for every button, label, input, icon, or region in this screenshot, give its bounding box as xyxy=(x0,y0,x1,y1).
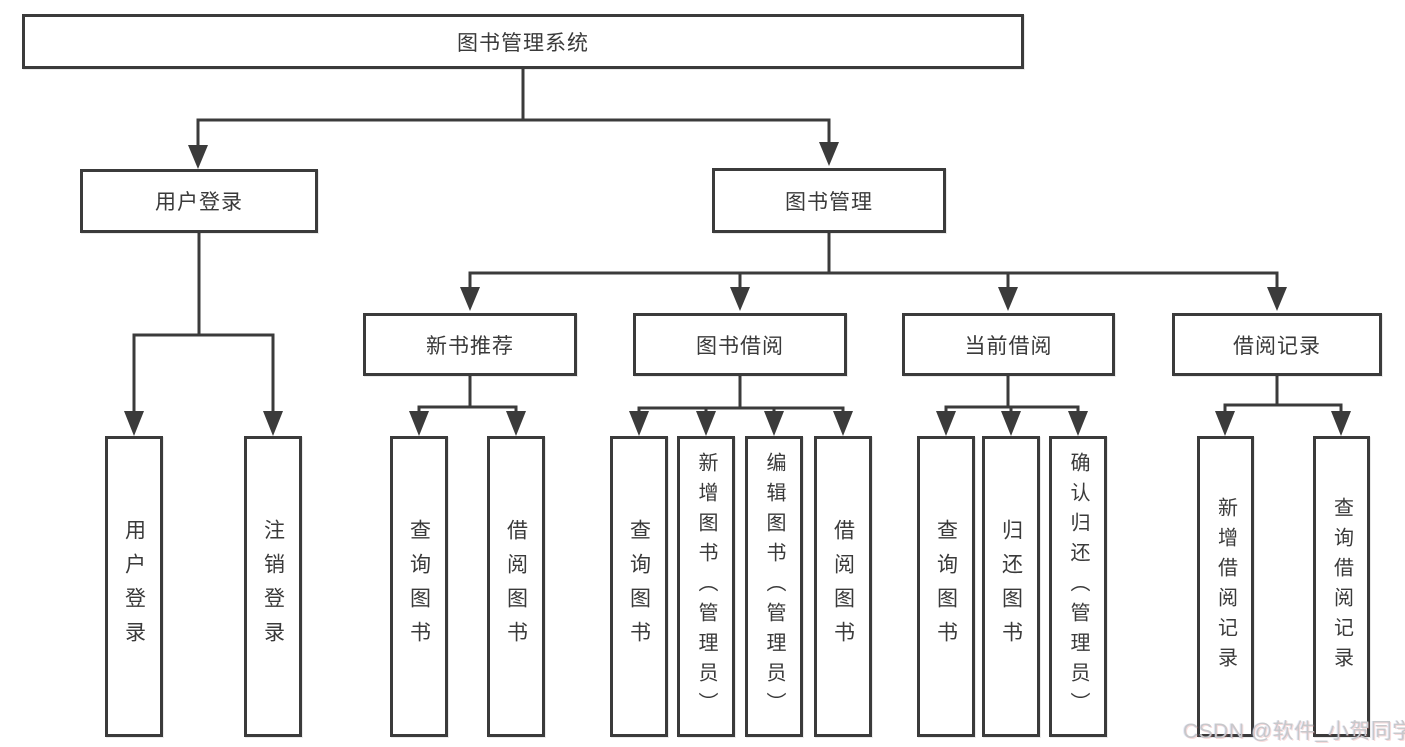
node-new-book-recommend-label: 新书推荐 xyxy=(426,334,514,358)
connector-login-to-leaves xyxy=(124,231,283,436)
node-root-system: 图书管理系统 xyxy=(22,14,1024,69)
node-book-management-label: 图书管理 xyxy=(785,190,873,214)
leaf-borrow-books: 借阅图书 xyxy=(814,436,872,737)
node-borrow-records-label: 借阅记录 xyxy=(1233,334,1321,358)
connector-current-to-leaves xyxy=(936,374,1088,436)
leaf-query-books-recommend: 查询图书 xyxy=(390,436,448,737)
node-book-management: 图书管理 xyxy=(712,168,946,233)
leaf-borrow-books-recommend: 借阅图书 xyxy=(487,436,545,737)
node-current-borrow: 当前借阅 xyxy=(902,313,1115,376)
node-user-login: 用户登录 xyxy=(80,169,318,233)
node-book-borrow-label: 图书借阅 xyxy=(696,334,784,358)
node-new-book-recommend: 新书推荐 xyxy=(363,313,577,376)
leaf-query-books-borrow: 查询图书 xyxy=(610,436,668,737)
leaf-add-book-admin: 新增图书（管理员） xyxy=(677,436,735,737)
leaf-logout: 注销登录 xyxy=(244,436,302,737)
connector-recommend-to-leaves xyxy=(409,374,526,436)
leaf-confirm-return-admin: 确认归还（管理员） xyxy=(1049,436,1107,737)
leaf-edit-book-admin: 编辑图书（管理员） xyxy=(745,436,803,737)
node-borrow-records: 借阅记录 xyxy=(1172,313,1382,376)
leaf-query-books-current: 查询图书 xyxy=(917,436,975,737)
node-book-borrow: 图书借阅 xyxy=(633,313,847,376)
leaf-user-login: 用户登录 xyxy=(105,436,163,737)
node-current-borrow-label: 当前借阅 xyxy=(964,334,1053,358)
connector-mgmt-to-level3 xyxy=(460,231,1287,311)
leaf-add-borrow-record: 新增借阅记录 xyxy=(1197,436,1254,737)
connector-borrow-to-leaves xyxy=(629,374,853,436)
leaf-return-books: 归还图书 xyxy=(982,436,1040,737)
csdn-watermark: CSDN @软件_小贺同学 xyxy=(1183,720,1405,743)
connector-root-to-level2 xyxy=(188,67,839,169)
connector-records-to-leaves xyxy=(1215,374,1351,436)
leaf-query-borrow-record: 查询借阅记录 xyxy=(1313,436,1370,737)
node-root-label: 图书管理系统 xyxy=(457,31,589,55)
node-user-login-label: 用户登录 xyxy=(155,191,243,214)
